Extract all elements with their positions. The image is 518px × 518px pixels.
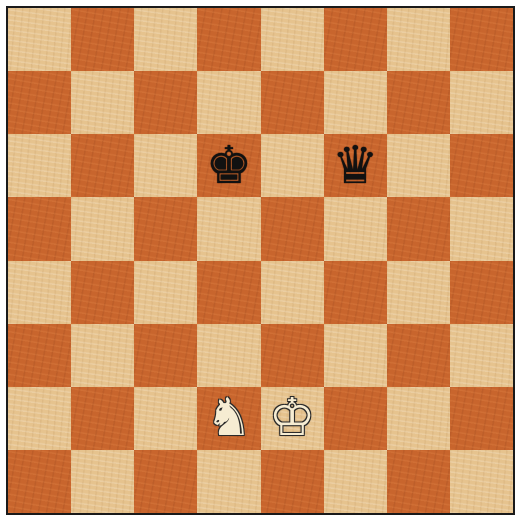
square-h5[interactable]	[450, 197, 513, 260]
square-c5[interactable]	[134, 197, 197, 260]
square-b4[interactable]	[71, 261, 134, 324]
square-a2[interactable]	[8, 387, 71, 450]
square-g3[interactable]	[387, 324, 450, 387]
square-d8[interactable]	[197, 8, 260, 71]
square-g2[interactable]	[387, 387, 450, 450]
square-a4[interactable]	[8, 261, 71, 324]
square-g4[interactable]	[387, 261, 450, 324]
square-d3[interactable]	[197, 324, 260, 387]
chessboard: ♚ ♛ ♞ ♔	[8, 8, 513, 513]
square-f8[interactable]	[324, 8, 387, 71]
square-c8[interactable]	[134, 8, 197, 71]
square-c4[interactable]	[134, 261, 197, 324]
square-f5[interactable]	[324, 197, 387, 260]
square-a6[interactable]	[8, 134, 71, 197]
square-e5[interactable]	[261, 197, 324, 260]
square-a5[interactable]	[8, 197, 71, 260]
square-e4[interactable]	[261, 261, 324, 324]
square-e1[interactable]	[261, 450, 324, 513]
square-g1[interactable]	[387, 450, 450, 513]
square-d2[interactable]: ♞	[197, 387, 260, 450]
square-a7[interactable]	[8, 71, 71, 134]
square-a1[interactable]	[8, 450, 71, 513]
square-c6[interactable]	[134, 134, 197, 197]
square-c1[interactable]	[134, 450, 197, 513]
square-b3[interactable]	[71, 324, 134, 387]
square-h4[interactable]	[450, 261, 513, 324]
white-king-icon[interactable]: ♔	[269, 392, 316, 444]
black-king-icon[interactable]: ♚	[206, 140, 253, 192]
square-d1[interactable]	[197, 450, 260, 513]
square-h8[interactable]	[450, 8, 513, 71]
square-e6[interactable]	[261, 134, 324, 197]
square-h1[interactable]	[450, 450, 513, 513]
square-c7[interactable]	[134, 71, 197, 134]
square-d6[interactable]: ♚	[197, 134, 260, 197]
square-g5[interactable]	[387, 197, 450, 260]
square-d7[interactable]	[197, 71, 260, 134]
square-c2[interactable]	[134, 387, 197, 450]
square-b1[interactable]	[71, 450, 134, 513]
square-g7[interactable]	[387, 71, 450, 134]
square-g8[interactable]	[387, 8, 450, 71]
square-f4[interactable]	[324, 261, 387, 324]
square-h2[interactable]	[450, 387, 513, 450]
square-b2[interactable]	[71, 387, 134, 450]
square-b7[interactable]	[71, 71, 134, 134]
square-d5[interactable]	[197, 197, 260, 260]
square-f1[interactable]	[324, 450, 387, 513]
black-queen-icon[interactable]: ♛	[332, 140, 379, 192]
square-f2[interactable]	[324, 387, 387, 450]
square-b6[interactable]	[71, 134, 134, 197]
square-a3[interactable]	[8, 324, 71, 387]
square-f7[interactable]	[324, 71, 387, 134]
white-knight-icon[interactable]: ♞	[206, 392, 253, 444]
square-a8[interactable]	[8, 8, 71, 71]
square-f6[interactable]: ♛	[324, 134, 387, 197]
chessboard-frame: ♚ ♛ ♞ ♔	[6, 6, 515, 515]
square-e7[interactable]	[261, 71, 324, 134]
square-b8[interactable]	[71, 8, 134, 71]
square-e2[interactable]: ♔	[261, 387, 324, 450]
square-h7[interactable]	[450, 71, 513, 134]
square-g6[interactable]	[387, 134, 450, 197]
square-e3[interactable]	[261, 324, 324, 387]
square-b5[interactable]	[71, 197, 134, 260]
square-h3[interactable]	[450, 324, 513, 387]
square-h6[interactable]	[450, 134, 513, 197]
square-d4[interactable]	[197, 261, 260, 324]
square-c3[interactable]	[134, 324, 197, 387]
square-e8[interactable]	[261, 8, 324, 71]
square-f3[interactable]	[324, 324, 387, 387]
